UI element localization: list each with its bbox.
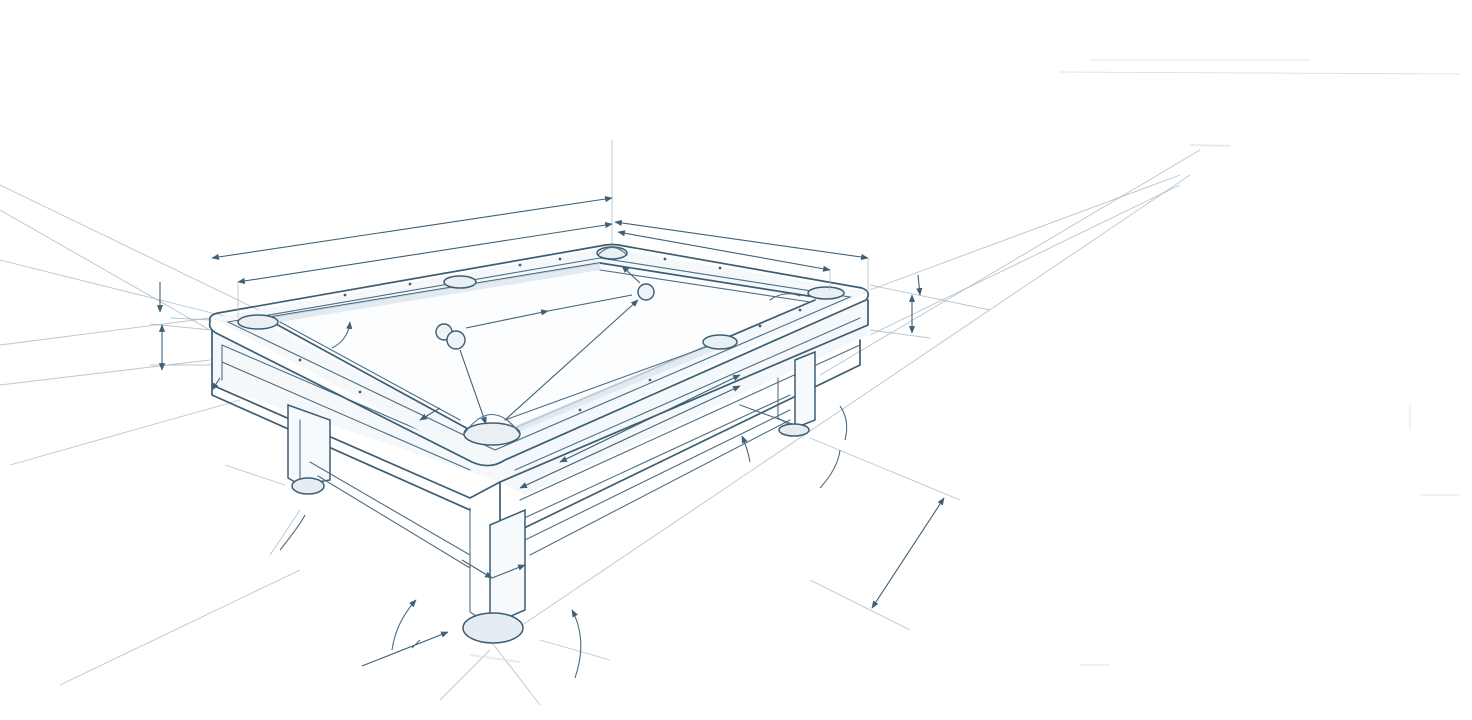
paper-smudges (469, 144, 1231, 663)
pocket-corner-back (596, 246, 628, 260)
table-feet (291, 423, 810, 644)
pocket-corner-front (463, 422, 521, 446)
pocket-side-back (443, 275, 477, 289)
leg-back-right (794, 350, 816, 430)
ball-3 (637, 283, 655, 301)
pockets (237, 246, 845, 446)
table-legs (287, 350, 816, 627)
balls (435, 283, 655, 350)
leg-front (489, 508, 526, 627)
pocket-corner-right (807, 286, 845, 300)
pocket-corner-left (237, 314, 279, 330)
construction-lines (0, 59, 1461, 706)
pocket-side-front (702, 334, 738, 350)
foot-left (291, 477, 325, 495)
dimension-lines (156, 195, 945, 667)
angle-arcs (279, 321, 848, 679)
foot-back-right (778, 423, 810, 437)
foot-front (462, 612, 524, 644)
ball-2 (446, 330, 466, 350)
leg-left (287, 403, 331, 486)
table-top (208, 243, 870, 468)
